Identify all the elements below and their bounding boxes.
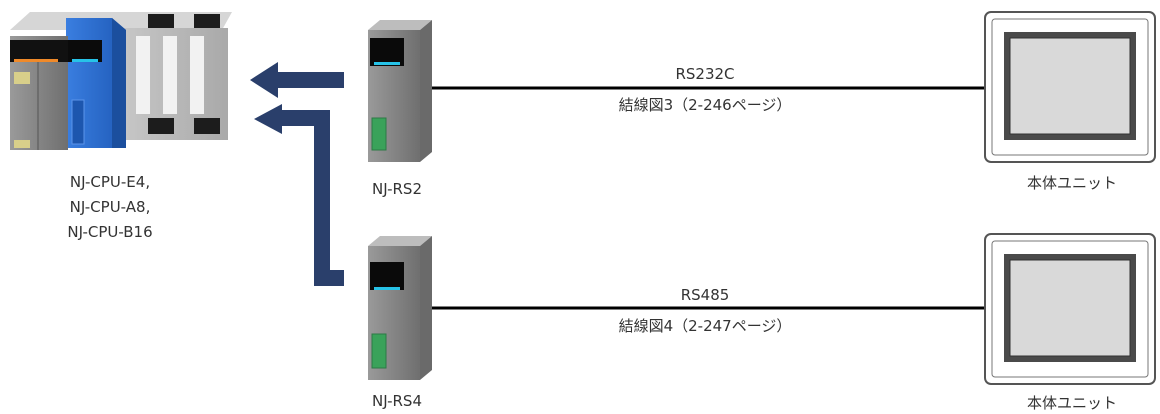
- cpu-model-labels: NJ-CPU-E4, NJ-CPU-A8, NJ-CPU-B16: [20, 170, 200, 245]
- main-unit-label-2: 本体ユニット: [1026, 394, 1117, 412]
- arrow-from-rs4: [254, 104, 344, 286]
- rs485-protocol-label: RS485: [680, 286, 730, 304]
- main-unit-image-1: [984, 11, 1156, 163]
- nj-rs2-label: NJ-RS2: [371, 180, 422, 198]
- connection-arrows: [250, 62, 344, 286]
- nj-rs4-module-image: [368, 236, 432, 380]
- cpu-model-e4: NJ-CPU-E4,: [69, 173, 151, 191]
- cpu-model-b16: NJ-CPU-B16: [67, 223, 153, 241]
- cpu-model-a8: NJ-CPU-A8,: [69, 198, 151, 216]
- wiring-diagram-4-link: 結線図4（2-247ページ）: [618, 317, 792, 335]
- main-unit-label-1: 本体ユニット: [1026, 174, 1117, 192]
- main-unit-image-2: [984, 233, 1156, 385]
- rs232c-protocol-label: RS232C: [675, 65, 735, 83]
- nj-rs2-module-image: [368, 20, 432, 162]
- plc-cpu-unit-image: [10, 12, 232, 150]
- wiring-diagram-3-link: 結線図3（2-246ページ）: [618, 96, 792, 114]
- nj-rs4-label: NJ-RS4: [371, 392, 422, 410]
- arrow-from-rs2: [250, 62, 344, 98]
